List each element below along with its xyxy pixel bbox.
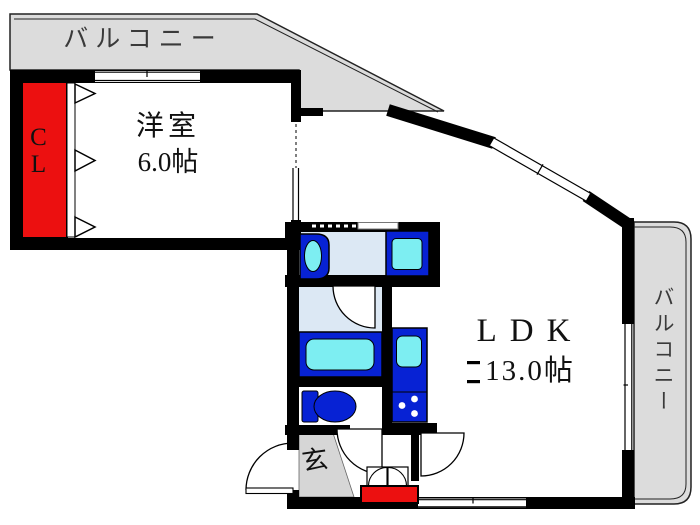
western-room-name: 洋室	[135, 111, 200, 142]
window-ldk-east	[623, 324, 633, 450]
counter-edge-marks	[467, 361, 480, 384]
balcony-top-label: バルコニー	[63, 26, 223, 53]
wash-basin-icon	[299, 233, 330, 280]
window-west-room	[95, 70, 200, 82]
closet-door-icons	[74, 82, 97, 239]
stove-burners-icon	[398, 395, 418, 417]
closet-box	[21, 81, 76, 239]
entrance-label: 玄	[300, 444, 330, 477]
window-ldk-south	[418, 498, 526, 508]
balcony-right-label: バルコニー	[651, 286, 675, 416]
entrance-door-arc	[245, 442, 294, 495]
closet-label: CL	[25, 124, 52, 178]
toilet-icon	[301, 390, 357, 423]
balcony-right-area	[633, 221, 692, 505]
ldk-door-arc	[420, 432, 465, 477]
shoe-cabinet-icon	[366, 466, 409, 488]
sliding-door-west-room	[291, 122, 301, 220]
bathtub-icon	[385, 230, 430, 277]
vanity-unit-icon	[298, 331, 383, 378]
entrance-step	[360, 485, 419, 504]
kitchen-counter-icon	[391, 327, 428, 423]
window-diagonal	[489, 137, 591, 202]
kitchen-sink-icon	[396, 335, 422, 368]
ldk-size: 13.0帖	[485, 355, 575, 387]
window-bath-vent	[312, 222, 399, 230]
western-room-size: 6.0帖	[137, 147, 199, 177]
bath-door-arc	[332, 285, 376, 329]
ldk-name: LDK	[476, 313, 584, 349]
